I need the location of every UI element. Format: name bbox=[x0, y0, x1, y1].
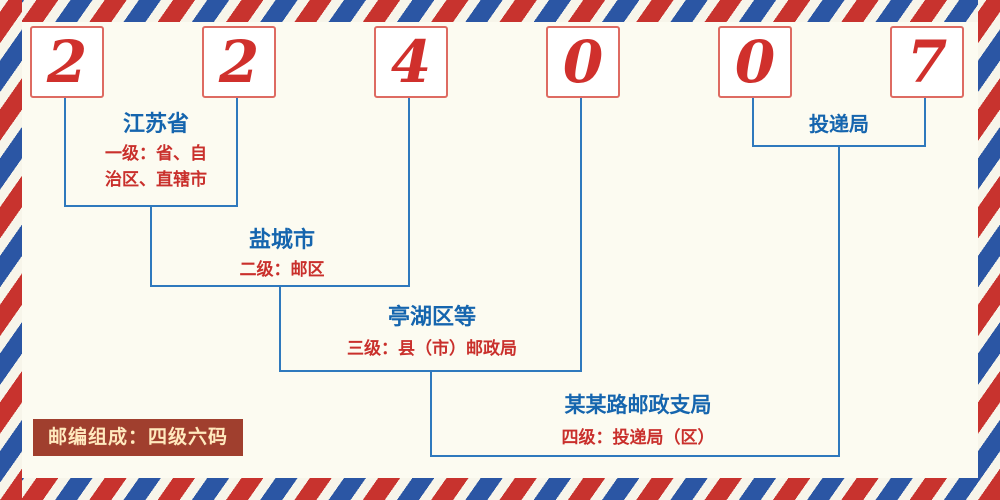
connector-line bbox=[430, 370, 432, 457]
level2-description: 二级：邮区 bbox=[239, 260, 325, 280]
airmail-border-bottom bbox=[0, 478, 1000, 500]
airmail-border-top bbox=[0, 0, 1000, 22]
connector-line bbox=[752, 94, 754, 147]
digit-box-4: 0 bbox=[546, 26, 620, 98]
postal-digit-4: 0 bbox=[562, 28, 604, 96]
level1-description: 一级：省、自治区、直辖市 bbox=[105, 144, 207, 190]
postal-digit-1: 2 bbox=[46, 28, 88, 96]
airmail-border-right bbox=[978, 0, 1000, 500]
level3-region-name: 亭湖区等 bbox=[387, 305, 476, 330]
digit-box-6: 7 bbox=[890, 26, 964, 98]
postal-digit-6: 7 bbox=[906, 28, 948, 96]
postal-digit-5: 0 bbox=[734, 28, 776, 96]
connector-line bbox=[430, 455, 840, 457]
connector-line bbox=[580, 94, 582, 372]
airmail-border-left bbox=[0, 0, 22, 500]
digit-box-1: 2 bbox=[30, 26, 104, 98]
connector-line bbox=[150, 205, 152, 287]
delivery-office-label: 投递局 bbox=[809, 112, 869, 136]
digit-box-3: 4 bbox=[374, 26, 448, 98]
level3-description: 三级：县（市）邮政局 bbox=[347, 339, 517, 359]
connector-line bbox=[752, 145, 926, 147]
connector-line bbox=[279, 285, 281, 372]
digit-box-2: 2 bbox=[202, 26, 276, 98]
connector-line bbox=[64, 94, 66, 206]
level2-region-name: 盐城市 bbox=[248, 228, 315, 253]
postal-digit-2: 2 bbox=[218, 28, 260, 96]
connector-line bbox=[408, 94, 410, 287]
postal-digit-3: 4 bbox=[390, 28, 432, 96]
digit-box-5: 0 bbox=[718, 26, 792, 98]
connector-line bbox=[924, 94, 926, 147]
connector-line bbox=[838, 145, 840, 457]
postal-code-composition-note: 邮编组成：四级六码 bbox=[33, 419, 244, 456]
connector-line bbox=[236, 94, 238, 206]
level1-region-name: 江苏省 bbox=[122, 112, 189, 137]
level4-office-name: 某某路邮政支局 bbox=[564, 393, 712, 417]
level4-description: 四级：投递局（区） bbox=[561, 428, 715, 448]
